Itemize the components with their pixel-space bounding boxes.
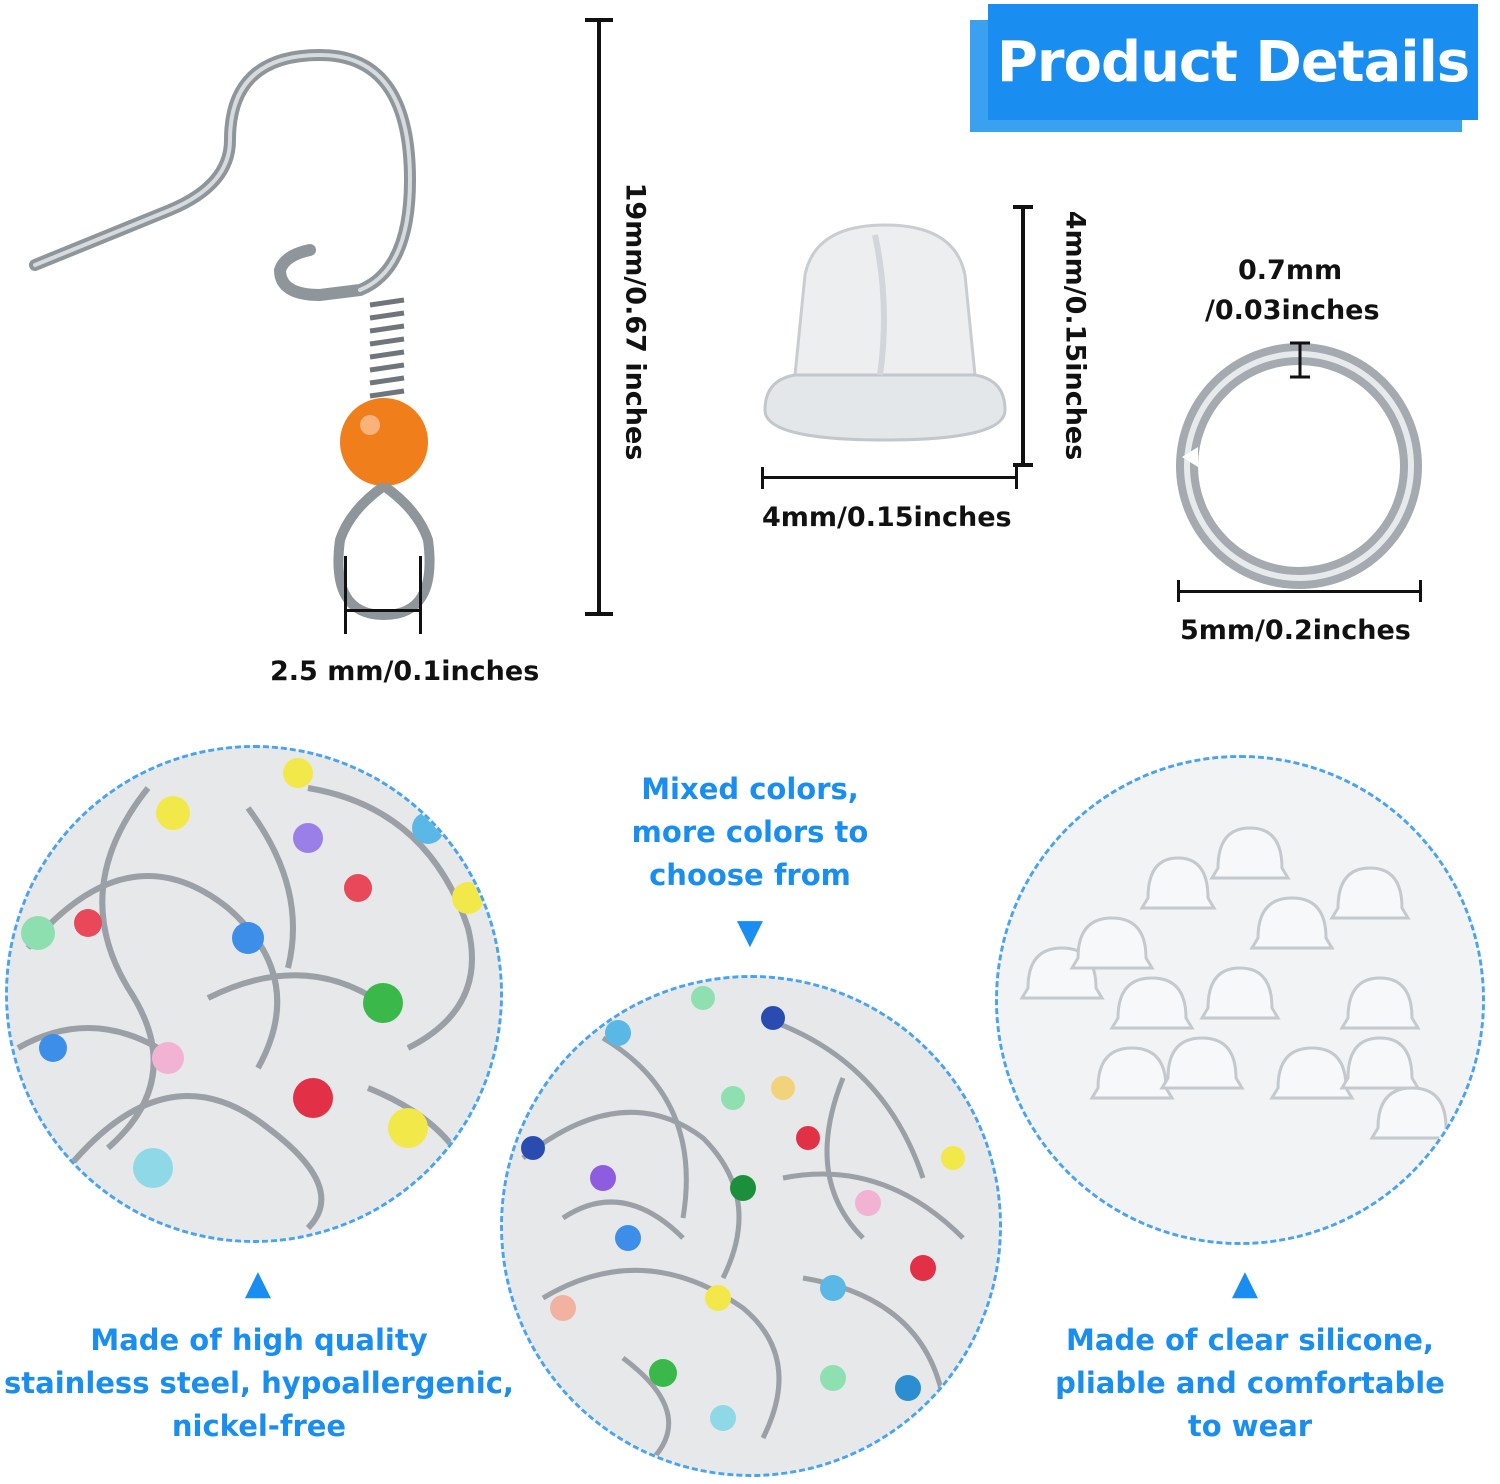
hooks-caption-line-3: nickel-free <box>171 1409 347 1443</box>
hook-loop-line <box>345 609 421 612</box>
hooks-caption: Made of high quality stainless steel, hy… <box>0 1319 518 1448</box>
back-width-cap-right <box>1015 467 1018 489</box>
earring-hook-image <box>29 48 435 620</box>
hook-height-cap-top <box>585 18 613 22</box>
hooks-caption-line-2: stainless steel, hypoallergenic, <box>4 1366 514 1400</box>
ring-diameter-label: 5mm/0.2inches <box>1180 615 1411 646</box>
hook-loop-cap-left <box>344 556 347 634</box>
backs-arrow-up-icon: ▲ <box>1231 1263 1259 1303</box>
hooks-caption-line-1: Made of high quality <box>90 1323 428 1357</box>
silicone-back-image <box>763 223 1007 442</box>
colors-caption-line-2: more colors to <box>631 815 869 849</box>
ring-thickness-label-1: 0.7mm <box>1238 255 1343 286</box>
colors-arrow-down-icon: ▼ <box>736 912 764 952</box>
back-height-cap-top <box>1013 205 1033 209</box>
hooks-arrow-up-icon: ▲ <box>244 1263 272 1303</box>
back-height-line <box>1021 205 1025 467</box>
hooks-closeup-image <box>5 745 503 1243</box>
page-title: Product Details <box>988 4 1478 120</box>
back-width-line <box>762 476 1018 479</box>
hook-height-line <box>597 18 601 616</box>
colors-caption-line-1: Mixed colors, <box>641 772 859 806</box>
hook-loop-label: 2.5 mm/0.1inches <box>270 656 540 687</box>
back-height-label: 4mm/0.15inches <box>1059 210 1091 461</box>
hook-height-label: 19mm/0.67 inches <box>619 182 651 461</box>
ring-diameter-line <box>1178 590 1422 593</box>
backs-caption: Made of clear silicone, pliable and comf… <box>1020 1319 1480 1448</box>
back-width-cap-left <box>761 467 764 489</box>
mixed-colors-image <box>500 975 1002 1477</box>
back-width-label: 4mm/0.15inches <box>762 502 1012 533</box>
ring-diameter-cap-right <box>1419 580 1422 602</box>
ring-diameter-cap-left <box>1177 580 1180 602</box>
backs-caption-line-2: pliable and comfortable <box>1055 1366 1445 1400</box>
backs-caption-line-3: to wear <box>1187 1409 1313 1443</box>
backs-caption-line-1: Made of clear silicone, <box>1066 1323 1434 1357</box>
colors-caption: Mixed colors, more colors to choose from <box>540 768 960 897</box>
ring-thickness-label-2: /0.03inches <box>1205 295 1380 326</box>
hook-height-cap-bottom <box>585 612 613 616</box>
jump-ring-image <box>1176 341 1422 589</box>
colors-caption-line-3: choose from <box>649 858 851 892</box>
back-height-cap-bottom <box>1013 463 1033 467</box>
hook-loop-cap-right <box>419 556 422 634</box>
silicone-backs-image <box>995 755 1485 1245</box>
